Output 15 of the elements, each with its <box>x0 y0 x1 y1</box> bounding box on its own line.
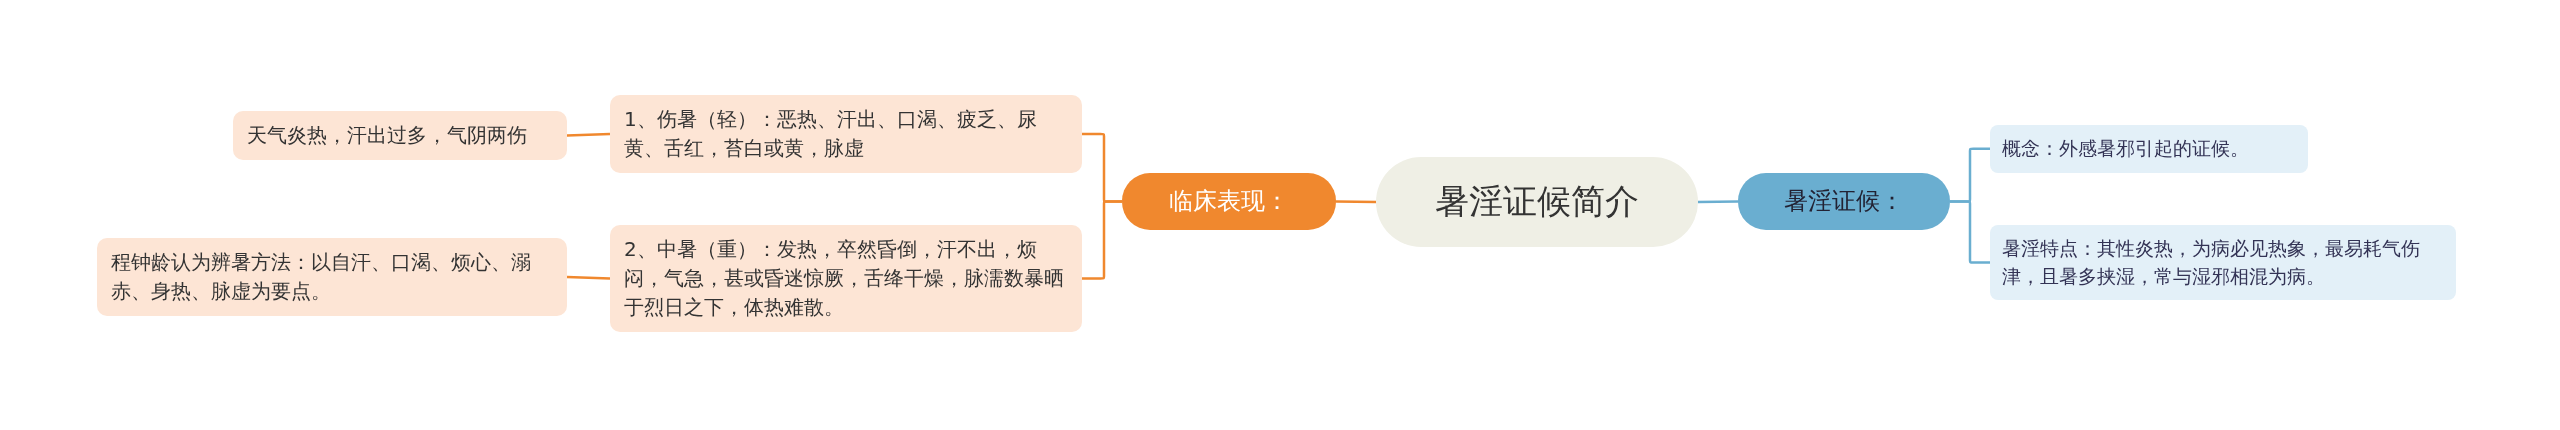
leaf-node: 天气炎热，汗出过多，气阴两伤 <box>233 111 567 160</box>
topic-node: 暑淫证候简介 <box>1376 157 1698 247</box>
connector <box>1950 200 1990 264</box>
connector <box>566 132 611 137</box>
branch-node: 暑淫证候： <box>1738 173 1950 230</box>
leaf-node: 1、伤暑（轻）：恶热、汗出、口渴、疲乏、尿黄、舌红，苔白或黄，脉虚 <box>610 95 1082 173</box>
connector <box>1336 200 1376 204</box>
leaf-node: 概念：外感暑邪引起的证候。 <box>1990 125 2308 173</box>
leaf-node: 2、中暑（重）：发热，卒然昏倒，汗不出，烦闷，气急，甚或昏迷惊厥，舌绛干燥，脉濡数暴晒于烈日之下，体热难散。 <box>610 225 1082 332</box>
connector <box>1698 200 1738 204</box>
branch-node: 临床表现： <box>1122 173 1336 230</box>
leaf-node: 程钟龄认为辨暑方法：以自汗、口渴、烦心、溺赤、身热、脉虚为要点。 <box>97 238 567 316</box>
connector <box>566 275 611 280</box>
connector <box>1082 200 1122 280</box>
leaf-node: 暑淫特点：其性炎热，为病必见热象，最易耗气伤津，且暑多挟湿，常与湿邪相混为病。 <box>1990 225 2456 301</box>
